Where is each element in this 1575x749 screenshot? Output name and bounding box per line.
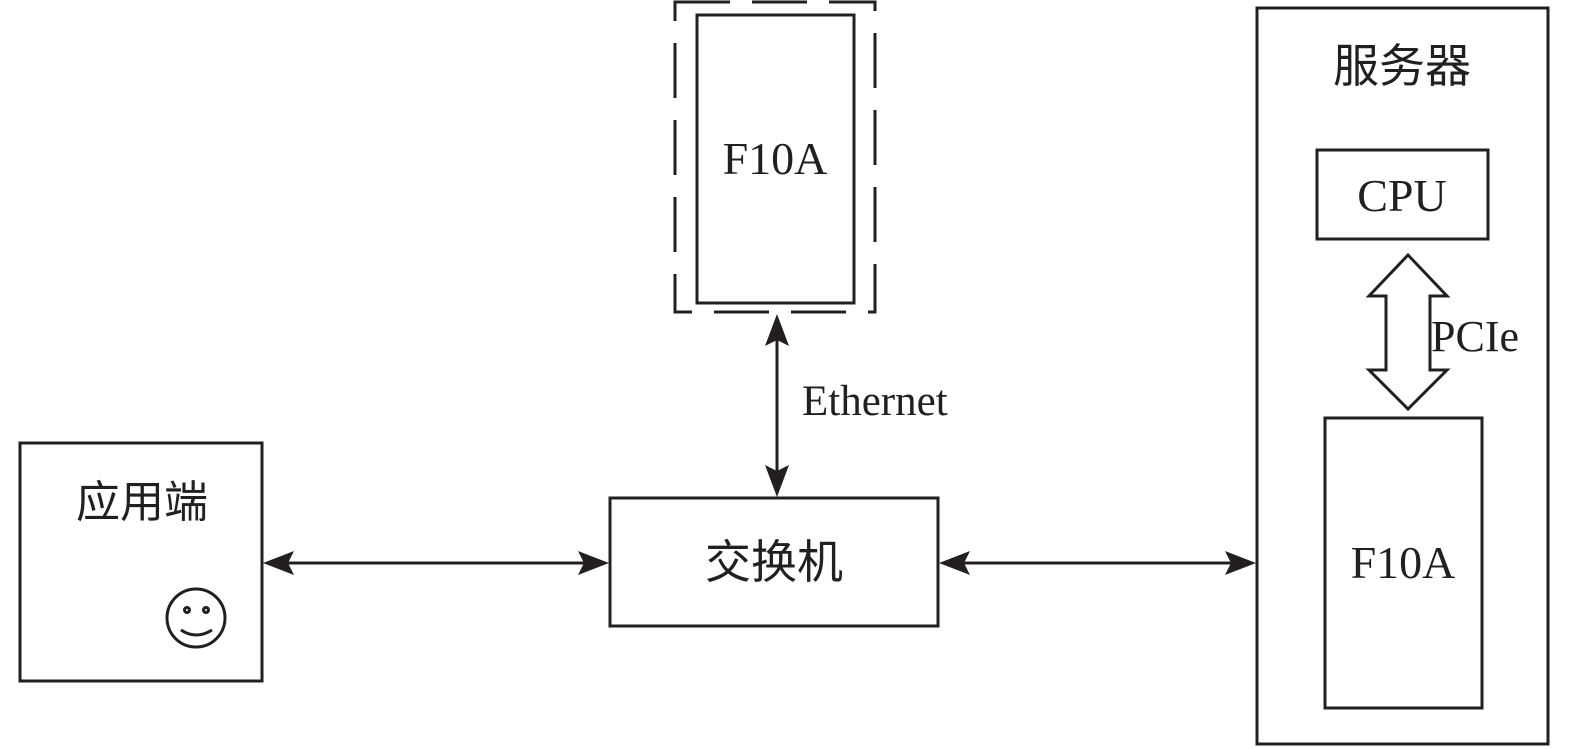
switch-label: 交换机 <box>705 535 843 589</box>
pcie-double-arrow-icon <box>1365 252 1451 412</box>
smiley-face-icon <box>165 587 227 649</box>
pcie-link-label: PCIe <box>1431 312 1519 361</box>
arrowhead-right-icon <box>1225 551 1256 575</box>
arrowhead-up-icon <box>765 314 789 346</box>
cpu-box <box>1315 148 1490 241</box>
app-client-label: 应用端 <box>76 477 208 528</box>
remote-fpga-node: F10A <box>673 0 877 314</box>
remote-fpga-box <box>695 13 856 305</box>
app-switch-link <box>263 551 609 575</box>
remote-fpga-label: F10A <box>723 133 828 184</box>
server-label: 服务器 <box>1333 39 1471 93</box>
switch-node: 交换机 <box>608 496 940 628</box>
arrowhead-left-icon <box>939 551 970 575</box>
server-node: 服务器 CPU PCIe F10A <box>1255 6 1550 746</box>
switch-server-link <box>939 551 1256 575</box>
remote-fpga-dashed-enclosure <box>673 0 877 314</box>
ethernet-link-label: Ethernet <box>802 378 948 425</box>
server-fpga-label: F10A <box>1351 537 1456 588</box>
ethernet-link: Ethernet <box>765 314 948 497</box>
app-client-node: 应用端 <box>18 441 264 683</box>
cpu-label: CPU <box>1357 170 1446 221</box>
arrowhead-right-icon <box>578 551 609 575</box>
switch-box <box>608 496 940 628</box>
server-fpga-box <box>1323 416 1484 710</box>
arrowhead-down-icon <box>765 465 789 497</box>
arrowhead-left-icon <box>263 551 294 575</box>
app-client-box <box>18 441 264 683</box>
